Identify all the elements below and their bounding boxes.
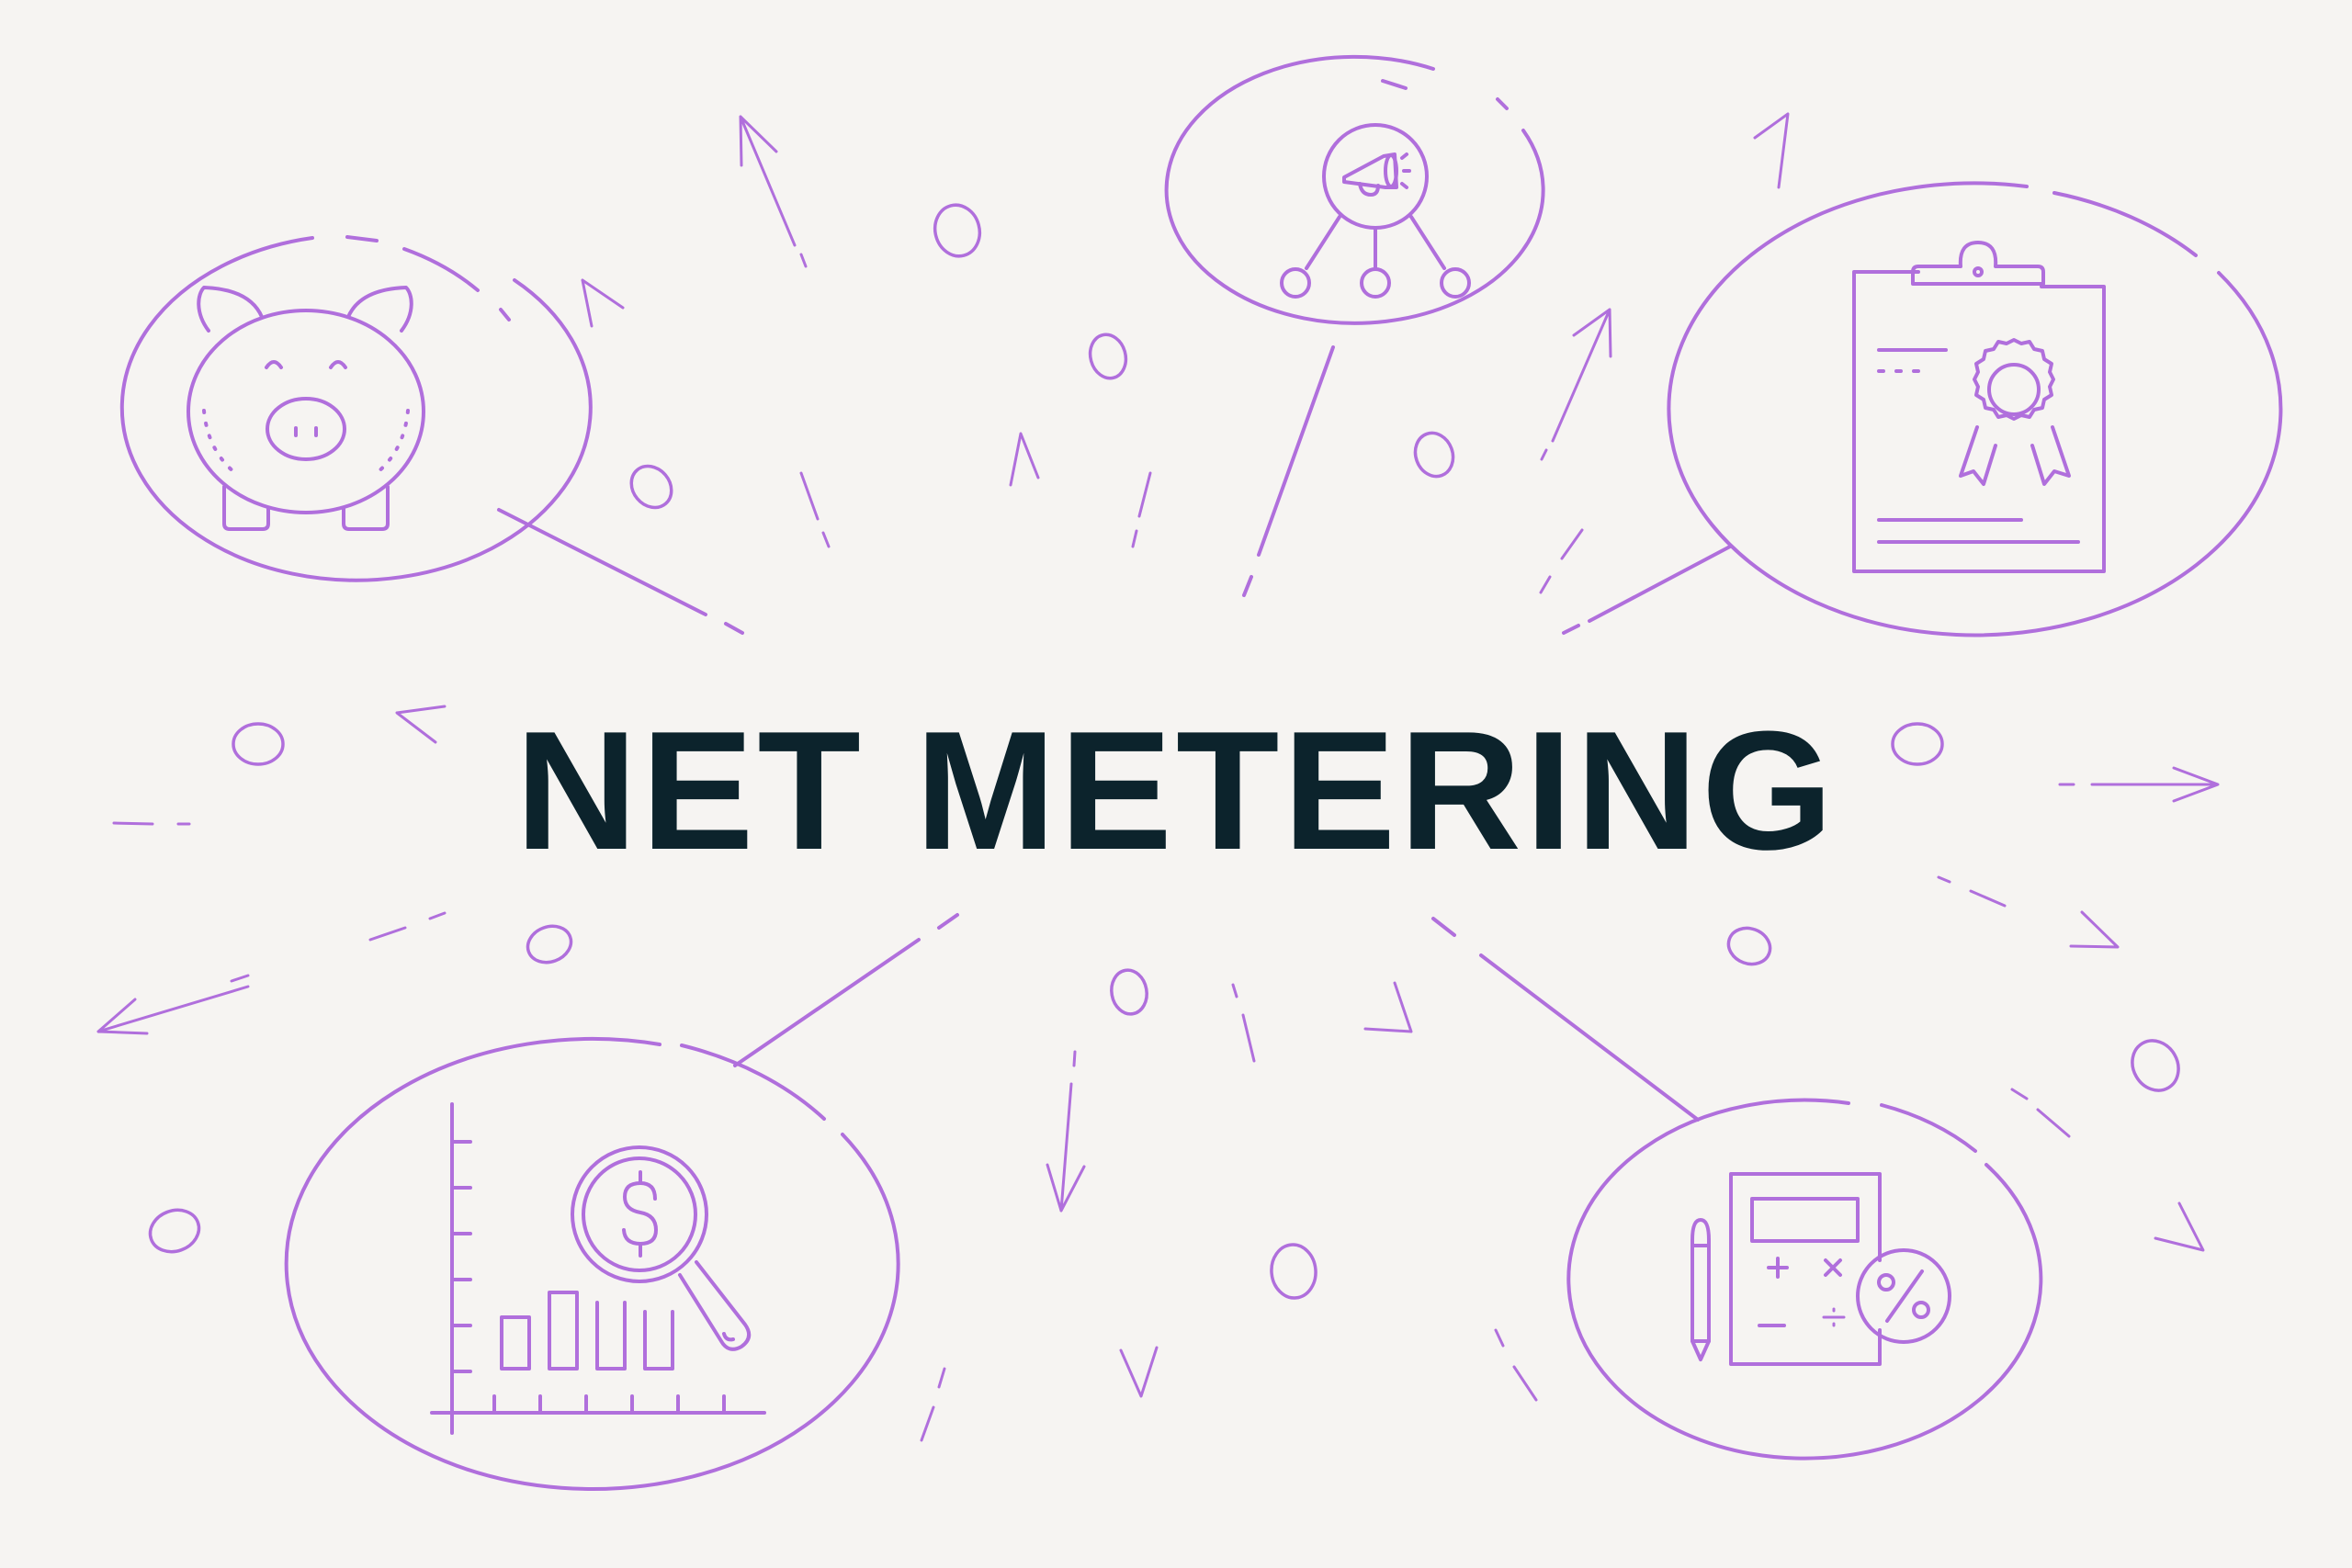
bubble-savings	[119, 235, 744, 635]
bubble-certificate	[1562, 181, 2283, 637]
piggy-bank-icon	[187, 286, 425, 531]
page-title: NET METERING	[514, 695, 1838, 885]
bubble-finance	[284, 913, 959, 1491]
megaphone-network-icon	[1280, 123, 1471, 299]
bubble-marketing	[1164, 54, 1545, 597]
award-certificate-icon	[1852, 241, 2106, 573]
bubble-calculation	[1431, 917, 2043, 1461]
decorative-arrows	[96, 112, 2220, 1442]
dollar-bar-chart-magnifier-icon	[430, 1102, 766, 1435]
decorative-circles	[148, 203, 2180, 1300]
calculator-percent-icon	[1690, 1172, 1951, 1366]
